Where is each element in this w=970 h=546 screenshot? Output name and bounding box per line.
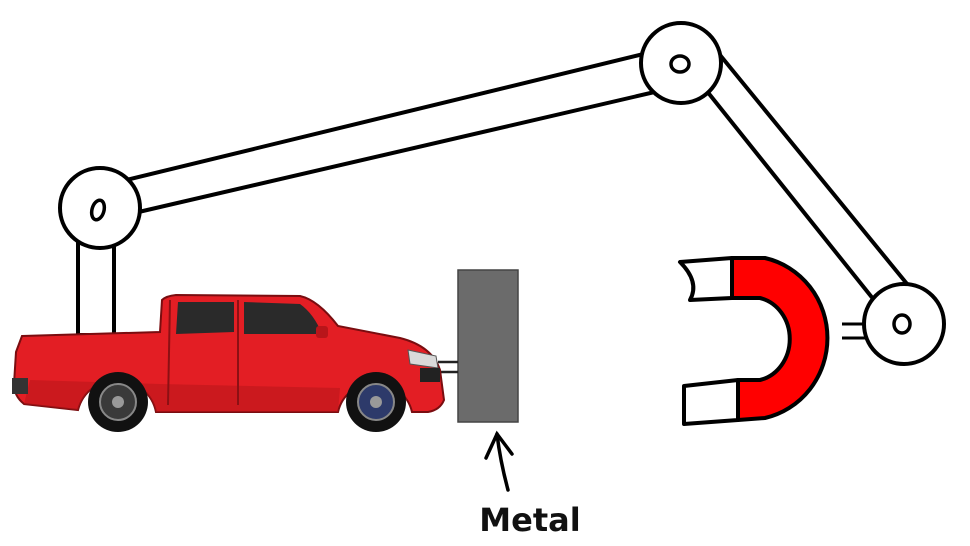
pickup-truck [12, 293, 446, 432]
arm-upper-segment [116, 48, 674, 216]
arm-joint-right [862, 282, 946, 366]
truck-metal-link [438, 360, 458, 374]
up-arrow-icon [484, 430, 514, 492]
rear-wheel [88, 372, 148, 432]
metal-block [457, 269, 519, 423]
metal-label: Metal [479, 501, 581, 539]
front-wheel [346, 372, 406, 432]
arm-joint-top [639, 21, 723, 105]
magnet-connector [842, 322, 866, 340]
arm-joint-left [58, 166, 142, 250]
horseshoe-magnet [678, 256, 830, 426]
